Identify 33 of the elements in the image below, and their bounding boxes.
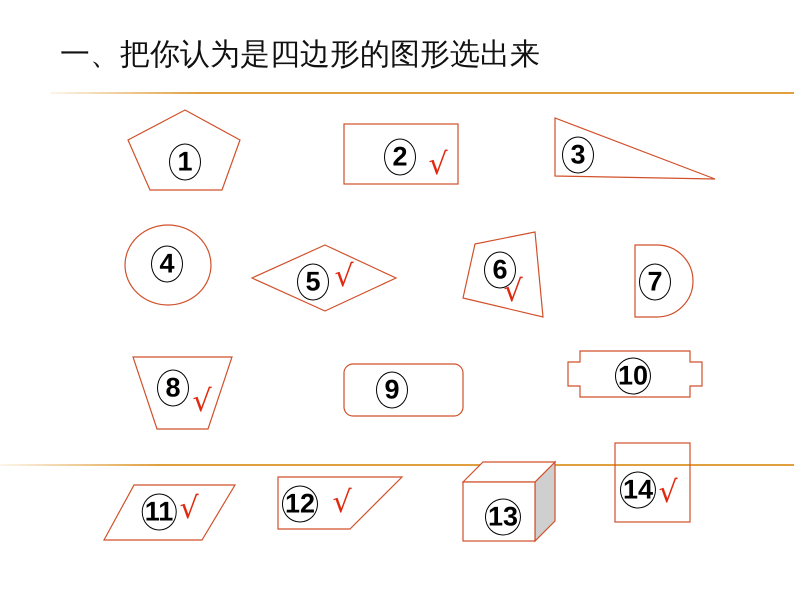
title: 一、把你认为是四边形的图形选出来 bbox=[60, 36, 540, 74]
circled-number: 4 bbox=[151, 246, 183, 282]
trapezoid-outline bbox=[133, 357, 232, 429]
notched-rectangle-outline bbox=[568, 351, 702, 397]
check-mark: √ bbox=[179, 494, 199, 524]
circled-number: 7 bbox=[639, 264, 671, 300]
circled-number: 9 bbox=[376, 372, 408, 408]
rectangle-outline bbox=[344, 124, 458, 184]
quadrilateral-outline bbox=[463, 232, 543, 317]
triangle-outline bbox=[555, 118, 715, 179]
semicircle-rectangle-outline bbox=[635, 245, 693, 317]
rhombus-outline bbox=[252, 245, 396, 311]
circled-number: 12 bbox=[282, 486, 318, 522]
rounded-rectangle-outline bbox=[344, 364, 463, 416]
check-mark: √ bbox=[658, 478, 678, 508]
circle-outline bbox=[125, 225, 211, 305]
square-outline bbox=[615, 443, 690, 522]
check-mark: √ bbox=[334, 262, 354, 292]
check-mark: √ bbox=[332, 488, 352, 518]
circled-number: 8 bbox=[157, 370, 189, 406]
circled-number: 2 bbox=[384, 138, 416, 176]
circled-number: 13 bbox=[484, 498, 522, 536]
circled-number: 11 bbox=[142, 494, 176, 530]
trapezoid-outline bbox=[278, 477, 402, 529]
circled-number: 3 bbox=[562, 136, 594, 174]
circled-number: 1 bbox=[169, 144, 201, 180]
check-mark: √ bbox=[428, 150, 448, 180]
circled-number: 10 bbox=[614, 358, 652, 394]
check-mark: √ bbox=[192, 387, 212, 417]
parallelogram-outline bbox=[104, 485, 235, 540]
circled-number: 14 bbox=[620, 472, 656, 508]
pentagon-outline bbox=[128, 110, 240, 190]
circled-number: 5 bbox=[297, 264, 329, 300]
